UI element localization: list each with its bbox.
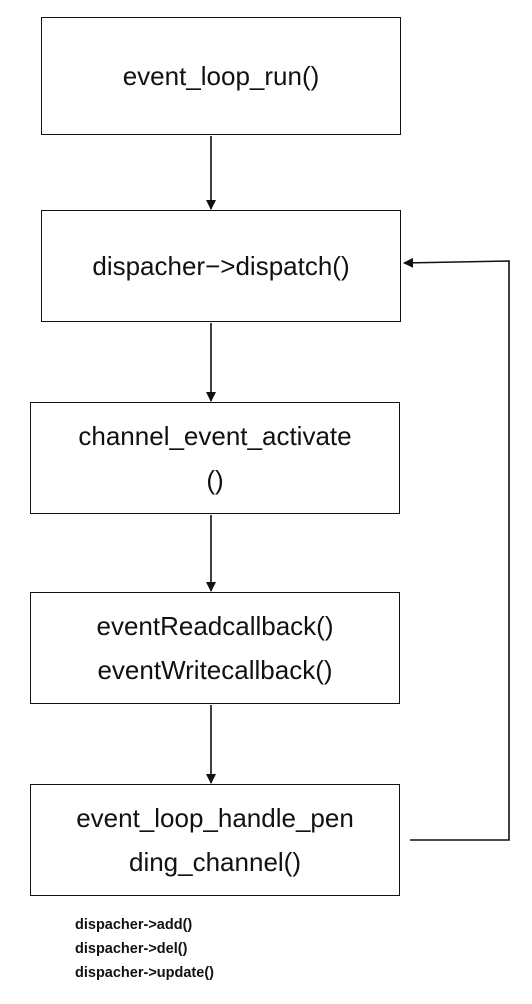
callbacks-box: eventReadcallback() eventWritecallback() — [30, 592, 400, 704]
handle-pending-label-line1: event_loop_handle_pen — [76, 803, 354, 833]
note-update: dispacher->update() — [75, 965, 214, 981]
event-loop-run-label: event_loop_run() — [122, 61, 320, 91]
handle-pending-channel-box: event_loop_handle_pen ding_channel() — [30, 784, 400, 896]
dispatch-label: dispacher−>dispatch() — [92, 251, 350, 281]
dispatch-box: dispacher−>dispatch() — [41, 210, 401, 322]
dispatcher-operations-note: dispacher->add() dispacher->del() dispac… — [75, 913, 214, 985]
write-callback-label: eventWritecallback() — [97, 655, 333, 685]
arrow-loop-back — [403, 257, 510, 841]
note-del: dispacher->del() — [75, 941, 188, 957]
channel-event-activate-box: channel_event_activate () — [30, 402, 400, 514]
handle-pending-label-line2: ding_channel() — [128, 847, 301, 877]
read-callback-label: eventReadcallback() — [96, 611, 334, 641]
channel-event-activate-label-line2: () — [206, 465, 224, 495]
channel-event-activate-label-line1: channel_event_activate — [78, 421, 352, 451]
note-add: dispacher->add() — [75, 917, 193, 933]
event-loop-run-box: event_loop_run() — [41, 17, 401, 135]
